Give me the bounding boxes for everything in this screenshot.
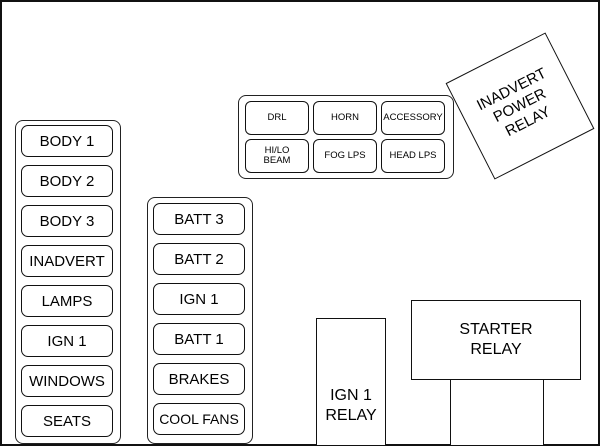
middle-fuse-group (147, 197, 253, 444)
fuse-horn: HORN (313, 101, 377, 135)
fuse-batt-3-middle-0: BATT 3 (153, 203, 245, 235)
fuse-batt-2-middle-1: BATT 2 (153, 243, 245, 275)
inadvert-power-relay-label: INADVERT POWER RELAY (474, 64, 554, 141)
starter-relay: STARTER RELAY (411, 300, 581, 380)
starter-relay-tab (450, 378, 544, 446)
fuse-cool-fans-middle-5: COOL FANS (153, 403, 245, 435)
fuse-lamps-left-4: LAMPS (21, 285, 113, 317)
fuse-ign-1-middle-2: IGN 1 (153, 283, 245, 315)
fuse-head-lps: HEAD LPS (381, 139, 445, 173)
fuse-body-3-left-2: BODY 3 (21, 205, 113, 237)
fuse-inadvert-left-3: INADVERT (21, 245, 113, 277)
ign1-relay: IGN 1 RELAY (316, 318, 386, 446)
starter-relay-label: STARTER RELAY (459, 321, 533, 358)
fuse-hi-lo-beam: HI/LO BEAM (245, 139, 309, 173)
fuse-fog-lps: FOG LPS (313, 139, 377, 173)
fuse-drl: DRL (245, 101, 309, 135)
fuse-brakes-middle-4: BRAKES (153, 363, 245, 395)
fuse-ign-1-left-5: IGN 1 (21, 325, 113, 357)
fuse-accessory: ACCESSORY (381, 101, 445, 135)
inadvert-power-relay: INADVERT POWER RELAY (445, 32, 595, 180)
fuse-batt-1-middle-3: BATT 1 (153, 323, 245, 355)
fuse-seats-left-7: SEATS (21, 405, 113, 437)
ign1-relay-label: IGN 1 RELAY (325, 387, 377, 424)
fuse-windows-left-6: WINDOWS (21, 365, 113, 397)
fuse-body-1-left-0: BODY 1 (21, 125, 113, 157)
fuse-body-2-left-1: BODY 2 (21, 165, 113, 197)
